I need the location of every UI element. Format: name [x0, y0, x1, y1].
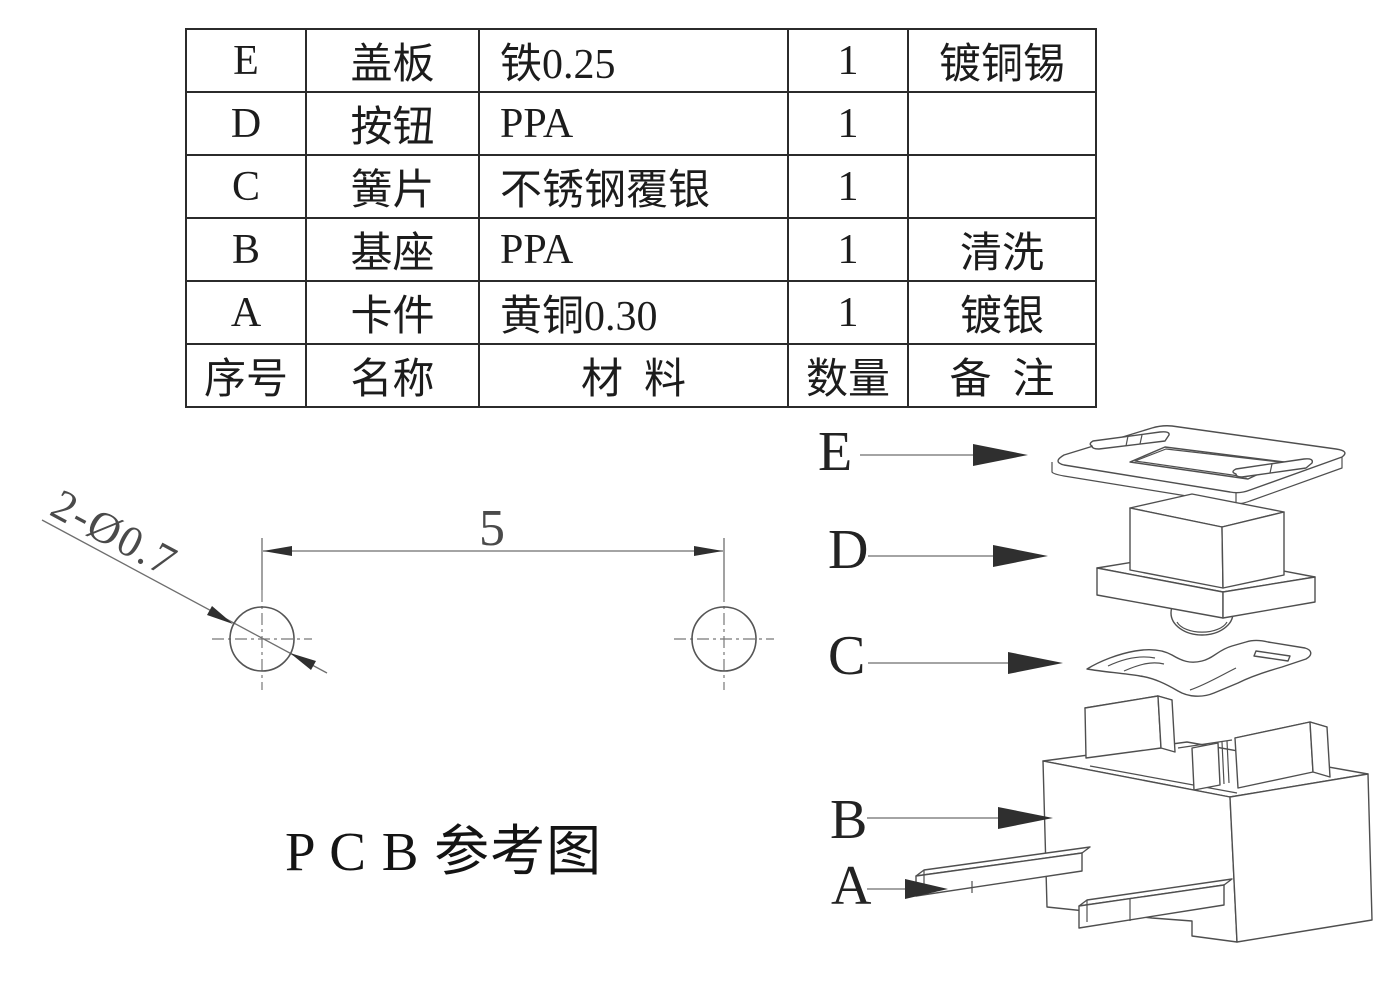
- cover-plate-drawing: [1051, 425, 1346, 505]
- button-drawing: [1096, 493, 1316, 636]
- arrowhead-C: [1008, 652, 1063, 674]
- dimension-value: 5: [479, 500, 505, 557]
- cell-qty: 1: [787, 28, 909, 93]
- cell-name: 名称: [305, 343, 480, 408]
- cell-note: 镀铜锡: [907, 28, 1097, 93]
- dim-arrowhead-right: [694, 546, 723, 556]
- cell-no: C: [185, 154, 307, 219]
- cell-name: 簧片: [305, 154, 480, 219]
- label-E: E: [818, 421, 852, 483]
- cell-no: D: [185, 91, 307, 156]
- hole-diameter-label: 2-Ø0.7: [43, 480, 186, 587]
- cell-qty: 1: [787, 154, 909, 219]
- cell-qty: 1: [787, 91, 909, 156]
- cell-no: 序号: [185, 343, 307, 408]
- cell-note: 镀银: [907, 280, 1097, 345]
- cell-note: [907, 91, 1097, 156]
- label-A: A: [831, 855, 872, 917]
- cell-name: 卡件: [305, 280, 480, 345]
- cell-material: 黄铜0.30: [478, 280, 789, 345]
- hole-left: [212, 538, 312, 690]
- terminal-pins-drawing: [915, 846, 1233, 929]
- pcb-caption: P C B 参考图: [285, 821, 603, 882]
- cell-material: PPA: [478, 217, 789, 282]
- cell-qty: 数量: [787, 343, 909, 408]
- dim-arrowhead-left: [263, 546, 292, 556]
- arrowhead-D: [993, 545, 1048, 567]
- hole-right: [674, 538, 774, 690]
- cell-material: 铁0.25: [478, 28, 789, 93]
- cell-no: A: [185, 280, 307, 345]
- hole-circle-right: [691, 606, 757, 672]
- spring-contact-drawing: [1086, 639, 1312, 697]
- cell-note: [907, 154, 1097, 219]
- leader-arrowhead-lower: [290, 653, 316, 670]
- label-D: D: [828, 519, 868, 581]
- hole-circle-left: [229, 606, 295, 672]
- cell-note: 备 注: [907, 343, 1097, 408]
- cell-no: B: [185, 217, 307, 282]
- exploded-view-drawing: E D C B A: [818, 421, 1373, 943]
- label-B: B: [830, 789, 867, 851]
- cell-note: 清洗: [907, 217, 1097, 282]
- pcb-reference-drawing: 2-Ø0.7 5: [41, 480, 774, 690]
- leader-arrowhead-upper: [207, 606, 233, 624]
- cell-material: 材 料: [478, 343, 789, 408]
- cell-qty: 1: [787, 280, 909, 345]
- hole-callout: 2-Ø0.7: [41, 480, 328, 674]
- cell-qty: 1: [787, 217, 909, 282]
- label-C: C: [828, 625, 865, 687]
- cell-name: 基座: [305, 217, 480, 282]
- cell-name: 盖板: [305, 28, 480, 93]
- arrowhead-A: [905, 879, 948, 899]
- arrowhead-E: [973, 444, 1028, 466]
- cell-material: 不锈钢覆银: [478, 154, 789, 219]
- table-header-row: 序号名称材 料数量备 注: [185, 343, 1097, 408]
- part-labels: E D C B A: [818, 421, 1063, 917]
- leader-line: [41, 519, 328, 674]
- arrowhead-B: [998, 807, 1053, 829]
- cell-no: E: [185, 28, 307, 93]
- cell-material: PPA: [478, 91, 789, 156]
- cell-name: 按钮: [305, 91, 480, 156]
- dimension-5: 5: [263, 500, 723, 557]
